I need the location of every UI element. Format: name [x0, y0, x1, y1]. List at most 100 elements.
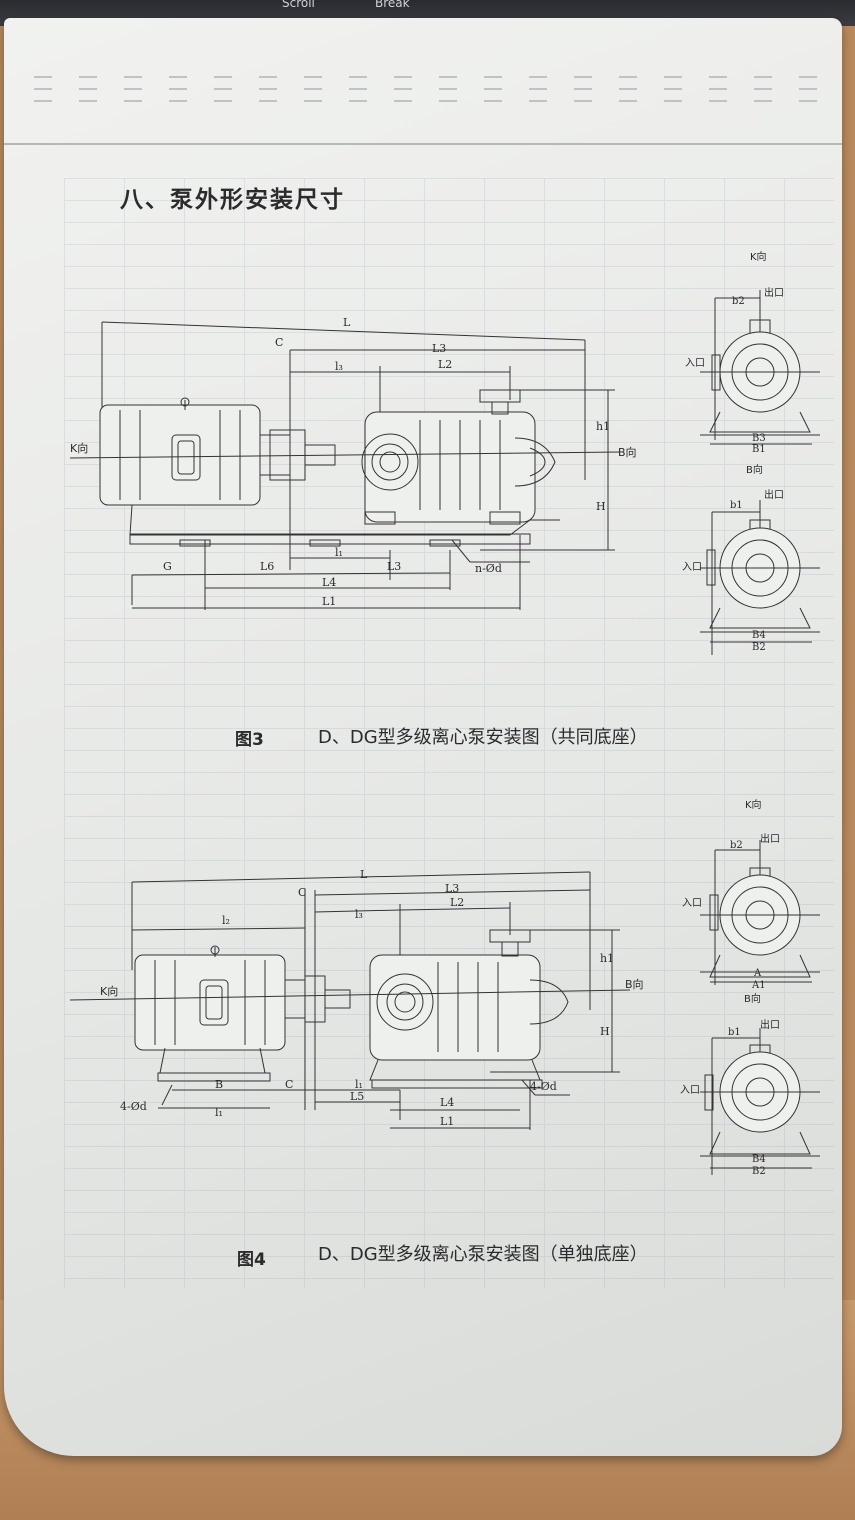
binding-hole — [34, 76, 52, 78]
binding-hole — [529, 88, 547, 90]
binding-hole — [799, 100, 817, 102]
binding-hole — [259, 88, 277, 90]
binding-hole — [664, 100, 682, 102]
binding-hole — [214, 76, 232, 78]
label-L2: L2 — [450, 896, 464, 909]
label-L: L — [360, 868, 368, 881]
binding-hole — [259, 76, 277, 78]
dim-line-l3 — [314, 909, 401, 913]
label-b1: b1 — [730, 500, 743, 511]
label-l1: l₁ — [335, 546, 343, 559]
binding-hole — [484, 88, 502, 90]
label-L1: L1 — [322, 595, 336, 608]
binding-hole — [349, 88, 367, 90]
section-heading: 八、泵外形安装尺寸 — [120, 187, 345, 213]
label-B3: B3 — [752, 433, 766, 444]
key-label: Scroll — [282, 0, 315, 10]
binding-hole — [754, 88, 772, 90]
binding-hole — [484, 100, 502, 102]
label-k-view: K向 — [750, 250, 767, 263]
background-show-through — [64, 178, 834, 1288]
label-outlet: 出口 — [760, 832, 780, 845]
label-l1-pump: l₁ — [355, 1078, 363, 1091]
pump-body — [364, 411, 536, 523]
label-B4: B4 — [752, 630, 766, 641]
label-L4: L4 — [322, 576, 336, 589]
dim-line-L3 — [314, 889, 591, 896]
label-A1: A1 — [751, 980, 766, 991]
label-n-d: n-Ød — [475, 562, 502, 575]
label-outlet: 出口 — [760, 1018, 780, 1031]
label-inlet: 入口 — [685, 358, 705, 369]
binding-hole — [709, 100, 727, 102]
binding-hole — [79, 100, 97, 102]
label-b-direction: B向 — [625, 977, 644, 991]
binding-hole — [304, 100, 322, 102]
figure4-drawing: L C L3 l₂ l₃ L2 K向 B向 h1 H 4-Ød B l₁ C l… — [69, 798, 820, 1177]
binding-hole — [169, 76, 187, 78]
binding-hole — [709, 88, 727, 90]
motor-body — [99, 404, 261, 506]
binding-hole — [529, 100, 547, 102]
side-view-b — [700, 1028, 820, 1175]
label-l3: l₃ — [355, 908, 363, 921]
figure3-caption: D、DG型多级离心泵安装图（共同底座） — [318, 727, 648, 748]
binding-hole — [169, 88, 187, 90]
shaft-axis — [69, 989, 631, 1001]
dim-line-L — [101, 321, 586, 341]
label-b2: b2 — [730, 840, 743, 851]
label-L1: L1 — [440, 1115, 454, 1128]
binding-hole — [79, 88, 97, 90]
page-fold-line — [4, 143, 842, 145]
label-h1: h1 — [596, 420, 610, 433]
label-H: H — [600, 1025, 610, 1038]
binding-hole — [529, 76, 547, 78]
binding-hole — [349, 76, 367, 78]
binding-holes — [34, 76, 834, 116]
binding-hole — [214, 100, 232, 102]
binding-hole — [664, 88, 682, 90]
label-L2: L2 — [438, 358, 452, 371]
label-b-view: B向 — [746, 463, 763, 476]
binding-hole — [664, 76, 682, 78]
label-L: L — [343, 316, 351, 329]
binding-hole — [484, 76, 502, 78]
binding-hole — [214, 88, 232, 90]
binding-hole — [574, 88, 592, 90]
label-B2: B2 — [752, 642, 766, 653]
label-L3-bottom: L3 — [387, 560, 401, 573]
label-A: A — [753, 968, 762, 979]
binding-hole — [394, 88, 412, 90]
label-inlet: 入口 — [682, 898, 702, 909]
binding-hole — [574, 76, 592, 78]
label-B1: B1 — [752, 444, 766, 455]
label-L3: L3 — [432, 342, 446, 355]
binding-hole — [304, 76, 322, 78]
label-B2: B2 — [752, 1166, 766, 1177]
label-b-view: B向 — [744, 992, 761, 1005]
binding-hole — [799, 76, 817, 78]
key-label: Break — [375, 0, 410, 10]
shaft-axis — [69, 451, 621, 459]
label-H: H — [596, 500, 606, 513]
binding-hole — [439, 88, 457, 90]
binding-hole — [259, 100, 277, 102]
label-k-direction: K向 — [100, 984, 118, 998]
binding-hole — [34, 88, 52, 90]
label-inlet: 入口 — [682, 562, 702, 573]
label-inlet: 入口 — [680, 1085, 700, 1096]
label-C: C — [275, 336, 283, 349]
label-l3: l₃ — [335, 360, 343, 373]
label-B4: B4 — [752, 1154, 766, 1165]
side-view-k — [700, 290, 820, 445]
label-G: G — [163, 560, 172, 573]
binding-hole — [349, 100, 367, 102]
binding-hole — [439, 100, 457, 102]
binding-hole — [169, 100, 187, 102]
label-4-d-motor: 4-Ød — [120, 1100, 147, 1113]
binding-hole — [619, 88, 637, 90]
label-outlet: 出口 — [764, 286, 784, 299]
label-L4: L4 — [440, 1096, 454, 1109]
label-l2: l₂ — [222, 914, 230, 927]
motor-body — [134, 954, 286, 1051]
